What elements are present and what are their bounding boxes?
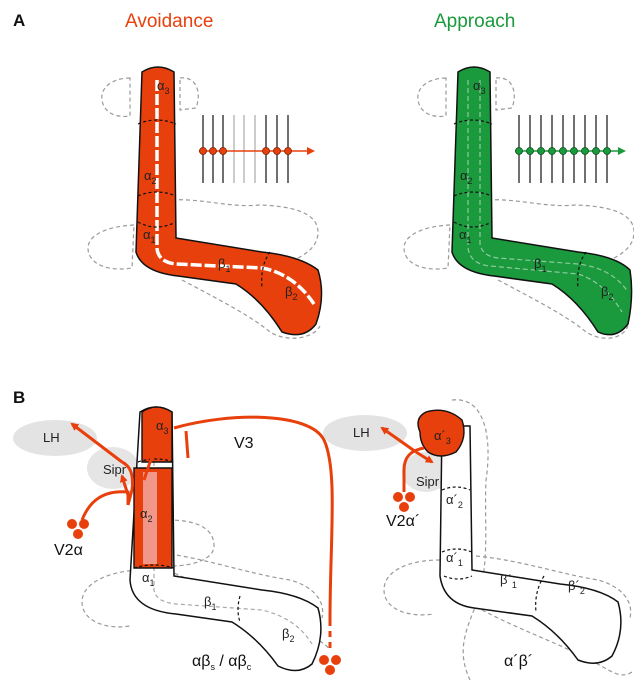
- panel-b-label: B: [13, 388, 25, 407]
- spike-raster-avoidance: [199, 115, 313, 183]
- sipr-label-right: Sipr: [416, 474, 440, 489]
- panel-a-label: A: [13, 11, 25, 30]
- spike-raster-approach: [515, 115, 624, 183]
- v2a-label: V2α: [54, 542, 83, 559]
- ab-circuit-group: LH Sipr α3 α2 α1 β1 β2 V2α: [13, 407, 341, 675]
- apbp-circuit-group: LH Sipr α´3 α´2 α´1 β´1 β´2 V2α´ α´β´: [323, 400, 632, 680]
- avoidance-title: Avoidance: [125, 11, 213, 32]
- lh-label: LH: [43, 430, 60, 445]
- apbp-caption: α´β´: [504, 653, 533, 670]
- avoidance-group: Avoidance α3 α2 α1 β1 β2: [88, 11, 322, 338]
- v3-label: V3: [234, 435, 254, 452]
- lobe-body-apbp: [440, 426, 621, 663]
- approach-group: Approach α3 α2 α1 β1 β2: [404, 11, 634, 338]
- v2ap-label: V2α´: [386, 513, 420, 530]
- lh-label-right: LH: [353, 425, 370, 440]
- approach-title: Approach: [434, 11, 515, 32]
- ab-caption: αβs / αβc: [192, 653, 252, 672]
